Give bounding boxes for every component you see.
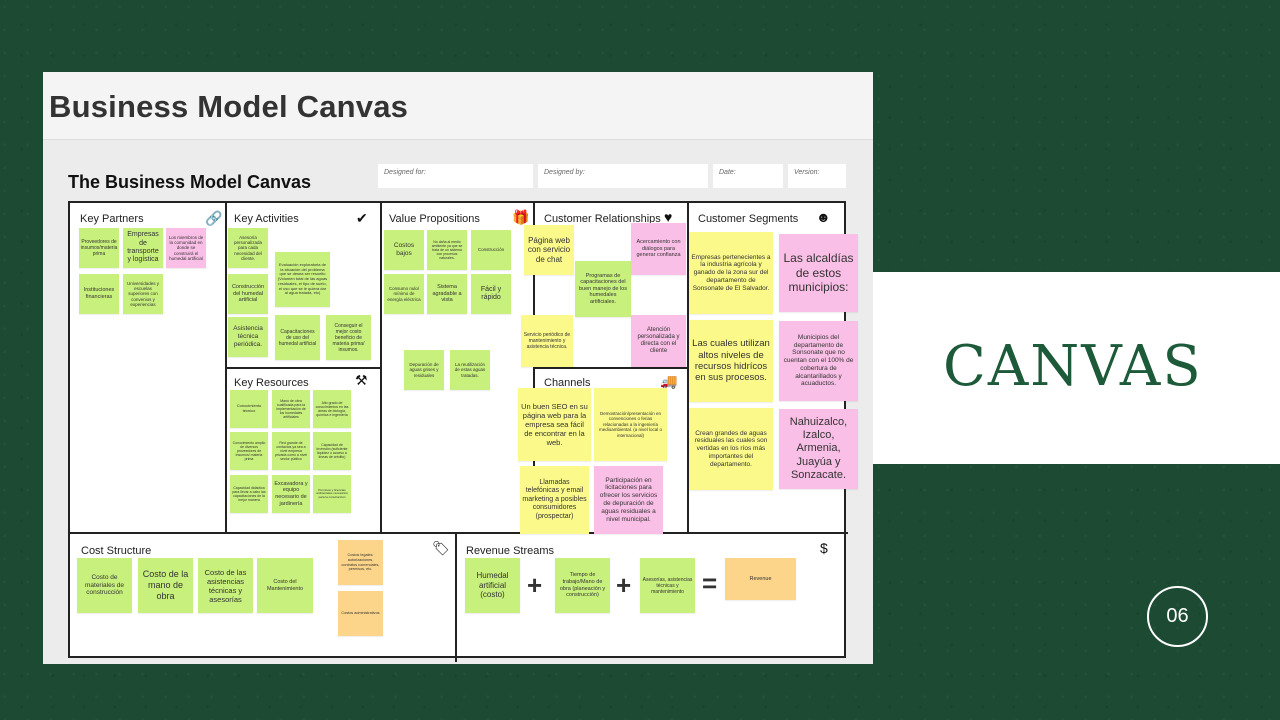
truck-icon: 🚚 xyxy=(660,373,678,389)
link-icon: 🔗 xyxy=(205,210,223,226)
grid-divider xyxy=(70,532,848,534)
sticky-note: Llamadas telefónicas y email marketing a… xyxy=(520,466,589,534)
money-bag-icon: $ xyxy=(820,540,828,556)
sticky-note: Demostración/presentación en convencione… xyxy=(594,388,667,461)
channels-title: Channels xyxy=(544,377,591,389)
sticky-note: Red grande de contactos ya sea a nivel e… xyxy=(272,432,310,470)
sticky-note: Tiempo de trabajo/Mano de obra (planeaci… xyxy=(555,558,610,613)
sticky-note: Acercamiento con diálogos para generar c… xyxy=(631,223,686,275)
slide-heading: CANVAS xyxy=(943,334,1203,399)
sticky-note: Los miembros de la comunidad en donde se… xyxy=(166,228,206,268)
sticky-note: Capacidad didáctica para llevar a cabo l… xyxy=(230,475,268,513)
equals-sign: = xyxy=(702,568,718,598)
sticky-note: Depuración de aguas grises y residuales xyxy=(404,350,444,390)
sticky-note: Instituciones financieras xyxy=(79,274,119,314)
sticky-note: Programas de capacitaciones del buen man… xyxy=(575,261,631,317)
sticky-note: Consumo nulo/ mínimo de energía eléctric… xyxy=(384,274,424,314)
date-field: Date: xyxy=(713,164,783,188)
factory-worker-icon: ⚒ xyxy=(355,372,368,388)
gift-icon: 🎁 xyxy=(512,209,530,225)
sticky-note: Asistencia técnica periódica. xyxy=(228,317,268,357)
grid-divider xyxy=(455,532,457,662)
key-resources-title: Key Resources xyxy=(234,377,309,389)
sticky-note: Humedal artificial (costo) xyxy=(465,558,520,613)
sticky-note: Construcción xyxy=(471,230,511,270)
sticky-note: Construcción del humedal artificial xyxy=(228,274,268,314)
revenue-streams-title: Revenue Streams xyxy=(466,545,555,557)
sticky-note: Conocimiento técnico xyxy=(230,390,268,428)
sticky-note: Conseguir el mejor costo beneficio de ma… xyxy=(326,315,371,360)
sticky-note: Proveedores de insumos/materia prima xyxy=(79,228,119,268)
sticky-note: Costos administrativos xyxy=(338,591,383,636)
business-model-grid: Key Partners 🔗 Proveedores de insumos/mate… xyxy=(68,201,858,662)
sticky-note: Capacitaciones de uso del humedal artifi… xyxy=(275,315,320,360)
sticky-note: Un buen SEO en su página web para la emp… xyxy=(518,388,591,461)
sticky-note: Servicio periódico de mantenimiento y as… xyxy=(521,315,573,367)
sticky-note: La reutilización de estas aguas tratadas… xyxy=(450,350,490,390)
sticky-note: Conocimiento amplio de diversos proveedo… xyxy=(230,432,268,470)
sticky-note: Permisos y licencias ambientales necesar… xyxy=(313,475,351,513)
sticky-note: Nahuizalco, Izalco, Armenia, Juayúa y So… xyxy=(779,409,858,489)
version-field: Version: xyxy=(788,164,846,188)
key-partners-title: Key Partners xyxy=(80,213,144,225)
plus-sign: + xyxy=(527,570,543,600)
sticky-note: Costo del Mantenimiento xyxy=(257,558,313,613)
customer-relationships-title: Customer Relationships xyxy=(544,213,661,225)
sticky-note: Empresas pertenecientes a la industria a… xyxy=(689,232,773,314)
sticky-note: Costo de materiales de construcción xyxy=(77,558,132,613)
canvas-title: The Business Model Canvas xyxy=(68,172,312,192)
plus-sign: + xyxy=(616,570,632,600)
title-band: CANVAS xyxy=(873,272,1280,464)
check-icon: ✔ xyxy=(356,210,368,226)
heart-icon: ♥ xyxy=(664,209,673,225)
sticky-note: Asesoría personalizada para cada necesid… xyxy=(228,228,268,268)
canvas-screenshot: Business Model Canvas The Business Model… xyxy=(43,72,873,664)
sticky-note: Costos legales: autorizaciones, contrato… xyxy=(338,540,383,585)
sticky-note: Atención personalizada y directa con el … xyxy=(631,315,686,367)
page-number: 06 xyxy=(1147,586,1208,647)
image-title: Business Model Canvas xyxy=(49,89,409,124)
grid-divider xyxy=(225,367,382,369)
sticky-note: Las alcaldías de estos municipios: xyxy=(779,234,858,312)
sticky-note: Revenue xyxy=(725,558,796,600)
sticky-note: Empresas de transporte y logística xyxy=(123,228,163,268)
sticky-note: Costo de las asistencias técnicas y ases… xyxy=(198,558,253,613)
cost-structure-title: Cost Structure xyxy=(81,545,152,557)
sticky-note: Universidades y escuelas superiores con … xyxy=(123,274,163,314)
sticky-note: Alto grado de conocimientos en las áreas… xyxy=(313,390,351,428)
sticky-note: Participación en licitaciones para ofrec… xyxy=(594,466,663,534)
tag-icon: 🏷 xyxy=(432,540,450,556)
sticky-note: Las cuales utilizan altos niveles de rec… xyxy=(689,320,773,402)
sticky-note: Evaluación exploratoria de la situación … xyxy=(275,252,330,307)
grid-divider xyxy=(533,367,689,369)
sticky-note: Excavadora y equipo necesario de jardine… xyxy=(272,475,310,513)
designed-by-field: Designed by: xyxy=(538,164,708,188)
value-propositions-title: Value Propositions xyxy=(389,213,480,225)
sticky-note: Asesorías, asistencias técnicas y manten… xyxy=(640,558,695,613)
sticky-note: Página web con servicio de chat xyxy=(524,225,574,275)
image-header: Business Model Canvas xyxy=(43,72,873,140)
designed-for-field: Designed for: xyxy=(378,164,533,188)
sticky-note: Sistema agradable a vista xyxy=(427,274,467,314)
sticky-note: Crean grandes de aguas residuales las cu… xyxy=(689,408,773,490)
sticky-note: Mano de obra cualificada para la impleme… xyxy=(272,390,310,428)
sticky-note: Municipios del departamento de Sonsonate… xyxy=(779,321,858,401)
sticky-note: Capacidad de inversión (suficiente liqui… xyxy=(313,432,351,470)
sticky-note: Costos bajos xyxy=(384,230,424,270)
face-icon: ☻ xyxy=(816,209,831,225)
sticky-note: No daña al medio ambiente ya que se trat… xyxy=(427,230,467,270)
customer-segments-title: Customer Segments xyxy=(698,213,799,225)
sticky-note: Fácil y rápido xyxy=(471,274,511,314)
key-activities-title: Key Activities xyxy=(234,213,299,225)
sticky-note: Costo de la mano de obra xyxy=(138,558,193,613)
